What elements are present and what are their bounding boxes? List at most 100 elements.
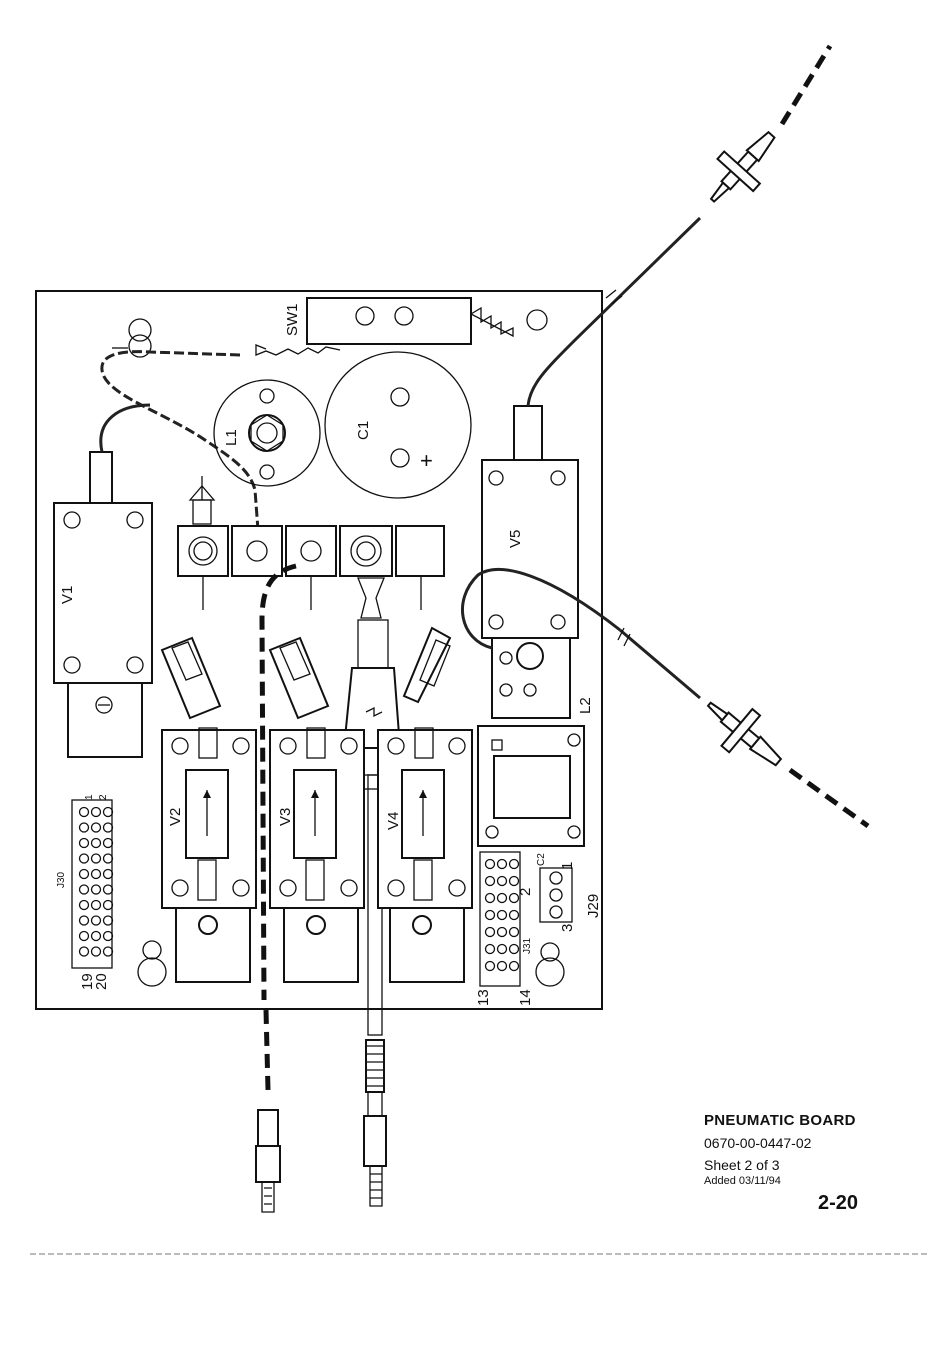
j31-pin-13: 13 xyxy=(475,989,492,1006)
v5-valve: V5 L2 xyxy=(462,406,620,718)
connector-pin xyxy=(80,916,89,925)
mounting-hole-left-top xyxy=(143,941,161,959)
connector-pin xyxy=(92,870,101,879)
sw1-label: SW1 xyxy=(284,303,301,336)
connector-pin xyxy=(104,823,113,832)
v3-label: V3 xyxy=(277,808,294,826)
dash-lower-right xyxy=(790,770,868,826)
connector-pin xyxy=(104,916,113,925)
mounting-hole-right-bottom xyxy=(536,958,564,986)
connector-pin xyxy=(498,945,507,954)
connector-pin xyxy=(92,823,101,832)
connector-pin xyxy=(104,870,113,879)
j31-pin-2: 2 xyxy=(517,888,534,896)
fitting-upper-right xyxy=(695,119,790,217)
v5-label: V5 xyxy=(507,530,524,548)
connector-pin xyxy=(510,962,519,971)
connector-pin xyxy=(104,947,113,956)
connector-pin xyxy=(486,928,495,937)
connector-pin xyxy=(92,947,101,956)
j29-pin-1: 1 xyxy=(559,862,576,870)
j29-label: J29 xyxy=(585,894,602,918)
standoff-top-left xyxy=(112,319,151,357)
c1-capacitor: C1 + xyxy=(325,352,471,498)
v2-label: V2 xyxy=(167,808,184,826)
j30-pin-20: 20 xyxy=(93,973,110,990)
c1-label: C1 xyxy=(355,421,372,440)
sw1-fitting xyxy=(256,345,340,355)
connector-pin xyxy=(486,877,495,886)
connector-pin xyxy=(510,928,519,937)
connector-pin xyxy=(80,808,89,817)
j30-pin-2: 2 xyxy=(98,794,109,800)
v1-label: V1 xyxy=(59,586,76,604)
v1-valve: V1 xyxy=(54,405,152,757)
connector-pin xyxy=(510,860,519,869)
connector-pin xyxy=(92,854,101,863)
connector-pin xyxy=(486,911,495,920)
j29-connector: 1 3 J29 xyxy=(540,862,602,932)
connector-pin xyxy=(104,839,113,848)
connector-pin xyxy=(104,885,113,894)
connector-pin xyxy=(92,839,101,848)
manifold-block xyxy=(178,476,444,610)
connector-pin xyxy=(104,808,113,817)
connector-pin xyxy=(92,916,101,925)
connector-pin xyxy=(80,823,89,832)
j30-connector: 1 2 19 20 J30 xyxy=(56,794,113,990)
dash-upper-right xyxy=(782,46,830,124)
tube-upper-right xyxy=(528,218,700,406)
connector-pin xyxy=(92,885,101,894)
connector-pin xyxy=(104,901,113,910)
connector-pin xyxy=(104,932,113,941)
connector-pin xyxy=(92,932,101,941)
v2-valve: V2 xyxy=(162,638,256,982)
connector-pin xyxy=(498,928,507,937)
j30-label: J30 xyxy=(56,871,67,888)
connector-pin xyxy=(80,854,89,863)
title-block: PNEUMATIC BOARD 0670-00-0447-02 Sheet 2 … xyxy=(704,1112,856,1187)
v4-label: V4 xyxy=(385,812,402,830)
connector-pin xyxy=(92,808,101,817)
j31-connector: J31 13 14 2 xyxy=(475,852,534,1006)
connector-pin xyxy=(80,901,89,910)
fitting-bottom-center xyxy=(364,1040,386,1206)
connector-pin xyxy=(510,911,519,920)
connector-pin xyxy=(498,911,507,920)
connector-pin xyxy=(80,932,89,941)
board-mounting-hole xyxy=(527,310,547,330)
j30-pin-1: 1 xyxy=(84,794,95,800)
c2-component xyxy=(478,726,584,846)
connector-pin xyxy=(486,945,495,954)
connector-pin xyxy=(80,870,89,879)
connector-pin xyxy=(104,854,113,863)
title: PNEUMATIC BOARD xyxy=(704,1112,856,1129)
sheet-info: Sheet 2 of 3 xyxy=(704,1157,856,1173)
sw1-switch: SW1 xyxy=(284,298,513,344)
fitting-lower-right xyxy=(694,686,794,781)
l1-label: L1 xyxy=(223,429,240,446)
fitting-bottom-left xyxy=(256,1110,280,1212)
connector-pin xyxy=(486,894,495,903)
part-number: 0670-00-0447-02 xyxy=(704,1135,856,1151)
j31-pin-14: 14 xyxy=(517,989,534,1006)
j31-label: J31 xyxy=(522,937,533,954)
c1-polarity: + xyxy=(420,448,433,473)
l1-inductor: L1 xyxy=(214,380,320,486)
connector-pin xyxy=(80,885,89,894)
mounting-hole-left-bottom xyxy=(138,958,166,986)
connector-pin xyxy=(80,839,89,848)
tube-lower-right xyxy=(620,630,700,698)
j29-pin-3: 3 xyxy=(559,924,576,932)
connector-pin xyxy=(486,860,495,869)
c2-label: C2 xyxy=(536,853,547,866)
connector-pin xyxy=(510,877,519,886)
connector-pin xyxy=(80,947,89,956)
connector-pin xyxy=(510,945,519,954)
connector-pin xyxy=(92,901,101,910)
page-number: 2-20 xyxy=(818,1192,858,1215)
connector-pin xyxy=(498,877,507,886)
l2-label: L2 xyxy=(577,697,594,714)
dash-bottom-left xyxy=(266,1010,268,1090)
